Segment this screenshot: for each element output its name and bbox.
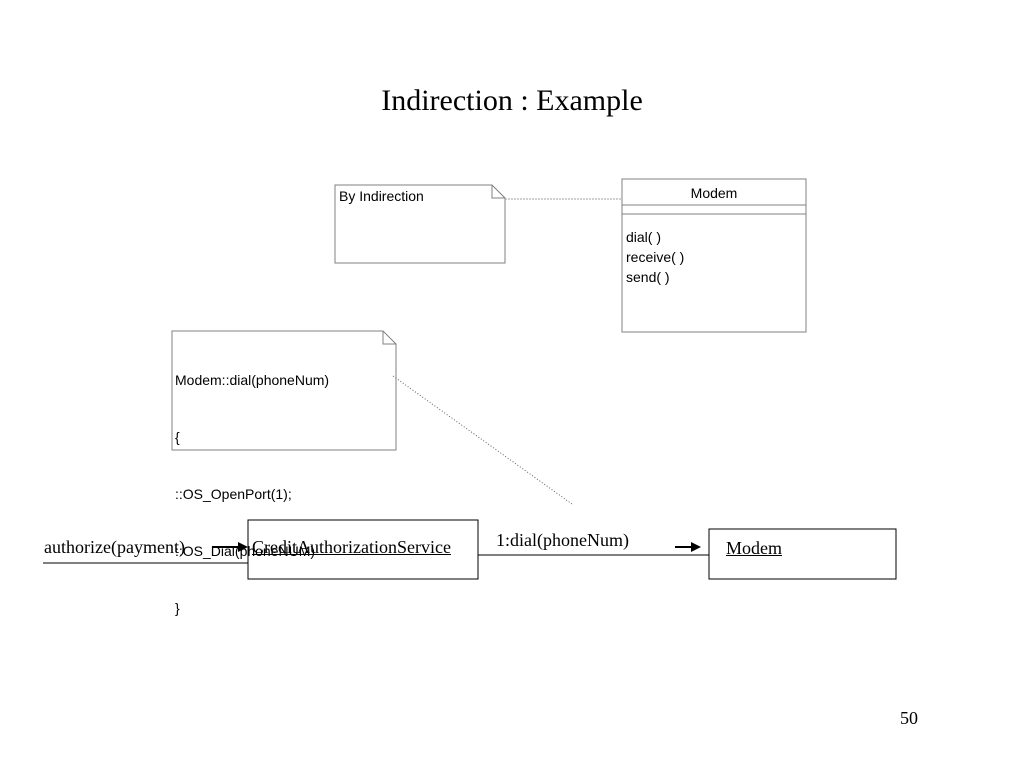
note-indirection-fold [491, 185, 505, 199]
modem-operation: send( ) [626, 269, 670, 285]
incoming-arrow-head [238, 542, 248, 552]
modem-object-box [708, 528, 897, 580]
service-object-box [247, 519, 479, 580]
note-code-text: Modem::dial(phoneNum) { ::OS_OpenPort(1)… [175, 333, 329, 637]
service-object-name: CreditAuthorizationService [252, 537, 451, 557]
call-message-label: 1:dial(phoneNum) [496, 530, 629, 550]
modem-object-name: Modem [726, 538, 782, 558]
note-code-shape [171, 330, 397, 451]
call-arrow-head [691, 542, 701, 552]
note-indirection-shape [334, 184, 506, 264]
incoming-message-label: authorize(payment) [44, 537, 185, 557]
note-code-fold [382, 331, 396, 345]
modem-class-name: Modem [690, 185, 738, 201]
modem-operation: dial( ) [626, 229, 662, 245]
code-line: { [175, 429, 180, 445]
code-line: ::OS_OpenPort(1); [175, 486, 292, 502]
code-line: ::OS_Dial(phoneNUM) [175, 543, 316, 559]
page-number: 50 [900, 708, 918, 728]
note-indirection-text: By Indirection [339, 188, 424, 204]
code-line: } [175, 600, 180, 616]
code-note-anchor-line [392, 375, 573, 505]
slide-title: Indirection : Example [381, 84, 643, 117]
modem-operation: receive( ) [626, 249, 685, 265]
modem-class-operations: dial( ) receive( ) send( ) [626, 227, 684, 287]
code-line: Modem::dial(phoneNum) [175, 372, 330, 388]
